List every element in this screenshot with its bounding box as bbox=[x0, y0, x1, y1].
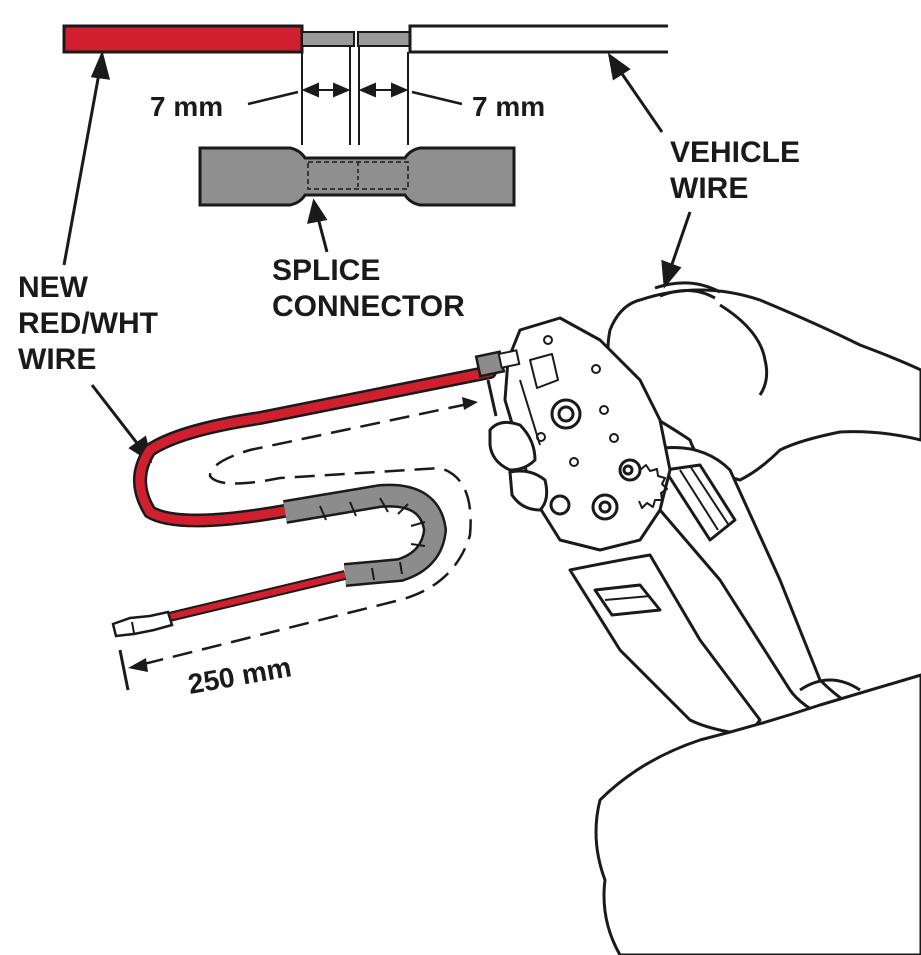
top-wire-assembly bbox=[62, 24, 668, 207]
splice-connector bbox=[198, 146, 516, 207]
vehicle-wire-label-line2: WIRE bbox=[670, 172, 748, 205]
strip-length-right-label: 7 mm bbox=[472, 91, 545, 122]
splice-connector-label-line1: SPLICE bbox=[272, 254, 380, 287]
new-red-wire-coil bbox=[111, 349, 521, 638]
wire-length-label: 250 mm bbox=[186, 651, 294, 700]
vehicle-wire-label-line1: VEHICLE bbox=[670, 136, 800, 169]
dimension-arrow-right bbox=[358, 82, 409, 98]
stripped-core-right bbox=[357, 31, 411, 47]
splice-connector-label-line2: CONNECTOR bbox=[272, 290, 465, 323]
new-wire-label-line3: WIRE bbox=[18, 343, 96, 376]
new-wire-label-line1: NEW bbox=[18, 271, 89, 304]
tape-section-fill bbox=[283, 486, 445, 585]
splice-leader-arrow bbox=[306, 198, 329, 253]
red-wire-fill bbox=[135, 367, 495, 526]
dimension-arrow-left bbox=[301, 82, 351, 98]
vehicle-wire-top bbox=[408, 24, 668, 54]
new-wire-leader-loop bbox=[90, 384, 153, 464]
vehicle-wire-leader-top bbox=[607, 52, 664, 133]
strip-length-left-label: 7 mm bbox=[150, 91, 223, 122]
length-dashed-path bbox=[139, 402, 472, 667]
new-wire-leader-top bbox=[62, 50, 111, 266]
new-red-wire-top bbox=[62, 24, 304, 54]
upper-hand bbox=[606, 281, 921, 482]
length-arrow-top bbox=[462, 397, 478, 410]
vehicle-wire-leader-hand bbox=[661, 211, 692, 289]
length-arrow-bottom bbox=[128, 658, 148, 672]
stripped-core-left bbox=[301, 31, 355, 47]
spade-terminal bbox=[111, 610, 174, 638]
new-wire-label-line2: RED/WHT bbox=[18, 307, 158, 340]
lower-hand bbox=[488, 420, 921, 955]
